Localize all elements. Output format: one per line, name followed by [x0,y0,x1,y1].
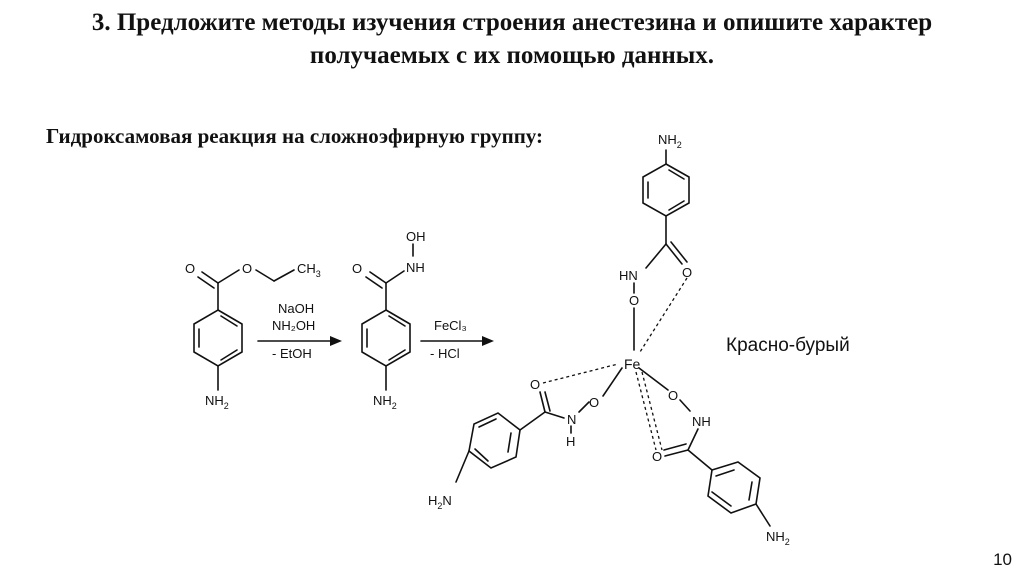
atom-label: O [185,261,195,276]
atom-label: O [352,261,362,276]
atom-label: O [589,395,599,410]
reagent-label: - EtOH [272,346,312,361]
product-color-note: Красно-бурый [726,335,850,356]
atom-label: H2N [428,493,452,511]
atom-label: O [668,388,678,403]
atom-label: N [567,412,576,427]
atom-label: CH3 [297,261,321,279]
atom-label: H [566,434,575,449]
atom-label: NH [692,414,711,429]
benzene-ring [642,163,690,217]
slide-title-line-2: получаемых с их помощью данных. [309,42,715,69]
atom-label: NH2 [373,393,397,411]
benzene-ring [468,412,521,469]
atom-label: NH [406,260,425,275]
atom-label: OH [406,229,426,244]
reaction-arrow-1: NaOH NH₂OH - EtOH [257,301,342,361]
atom-label: O [652,449,662,464]
reaction-subtitle: Гидроксамовая реакция на сложноэфирную г… [46,124,544,148]
slide-title: 3. Предложите методы изучения строения а… [0,6,1024,72]
atom-label: HN [619,268,638,283]
atom-label: O [530,377,540,392]
benzene-ring [193,309,243,367]
reagent-label: NH₂OH [272,318,315,333]
atom-label: O [242,261,252,276]
atom-label-fe: Fe [624,356,641,372]
molecule-anesthesin: O O CH3 NH2 [185,261,321,411]
reagent-label: - HCl [430,346,460,361]
page-number: 10 [993,550,1012,569]
atom-label: O [682,265,692,280]
atom-label: O [629,293,639,308]
slide-title-line-1: 3. Предложите методы изучения строения а… [91,9,933,36]
reagent-label: FeCl₃ [434,318,467,333]
molecule-iron-complex: Fe NH2 HN O O O O N H [428,132,790,547]
benzene-ring [361,309,411,367]
reagent-label: NaOH [278,301,314,316]
reaction-arrow-2: FeCl₃ - HCl [420,318,494,361]
atom-label: NH2 [766,529,790,547]
molecule-hydroxamic-acid: O NH OH NH2 [352,229,426,411]
atom-label: NH2 [205,393,229,411]
atom-label: NH2 [658,132,682,150]
